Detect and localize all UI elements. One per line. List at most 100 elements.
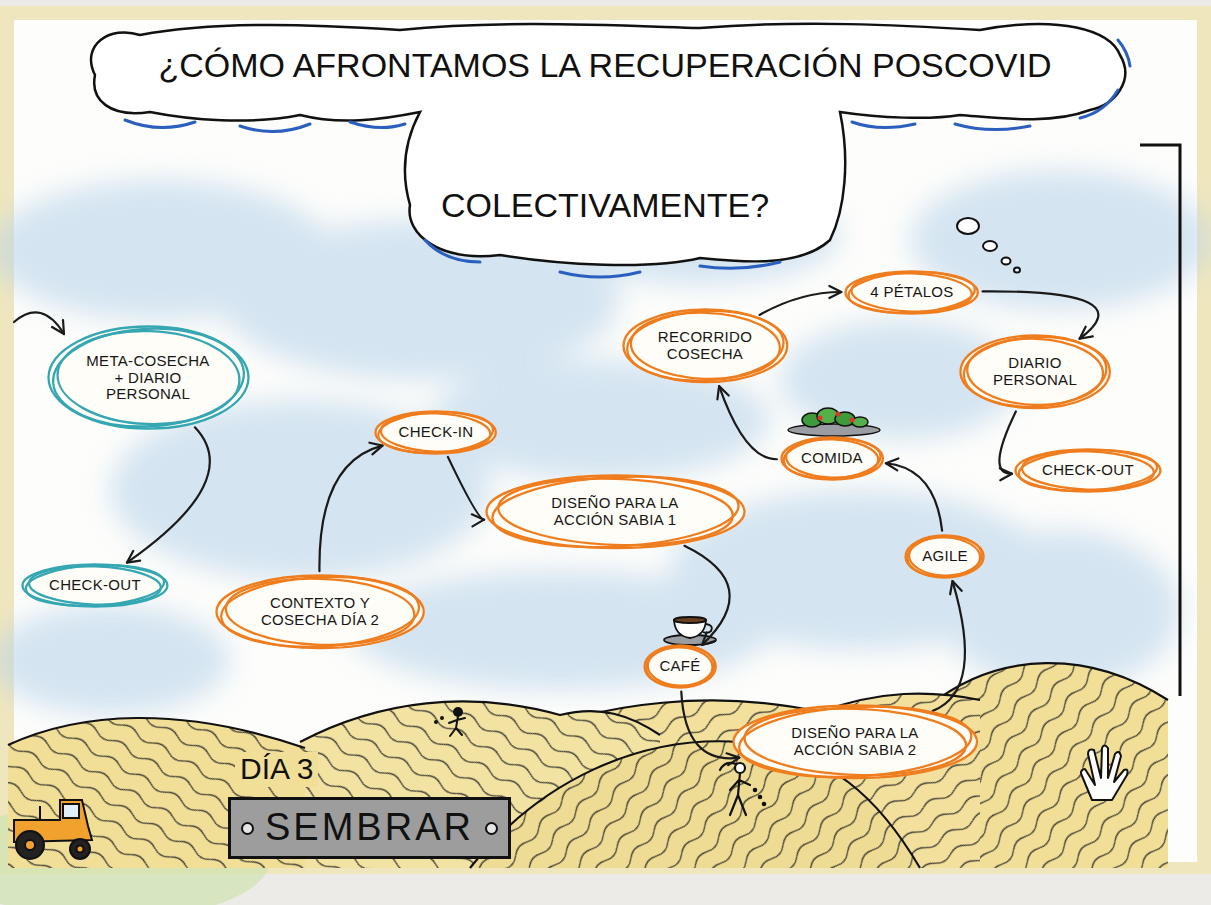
flow-arrow xyxy=(760,286,842,315)
node-label: DIARIO PERSONAL xyxy=(988,355,1083,389)
node-label: 4 PÉTALOS xyxy=(870,284,953,301)
title-cloud-part-part xyxy=(425,240,480,262)
flow-line xyxy=(319,446,382,572)
walking-figure-part xyxy=(730,773,750,815)
node-text: 4 PÉTALOS xyxy=(870,284,953,301)
node-text: CONTEXTO Y COSECHA DÍA 2 xyxy=(253,595,388,629)
bracket xyxy=(1140,145,1180,696)
spiral-ring xyxy=(55,328,240,427)
spiral-ring xyxy=(225,576,416,649)
tractor-part xyxy=(39,806,41,820)
node-text: DISEÑO PARA LA ACCIÓN SABIA 1 xyxy=(530,495,700,529)
spiral-ring xyxy=(851,271,973,313)
node-label: META-COSECHA + DIARIO PERSONAL xyxy=(83,353,213,403)
spiral-ring xyxy=(629,310,780,381)
spiral-ring xyxy=(1016,449,1161,491)
plaque-text: SEMBRAR xyxy=(265,806,474,850)
node-fill xyxy=(733,705,977,779)
spiral-ring xyxy=(490,471,740,553)
node-label: CAFÉ xyxy=(659,658,700,675)
activity-node: CONTEXTO Y COSECHA DÍA 2 xyxy=(211,570,429,654)
node-label: COMIDA xyxy=(801,450,863,467)
activity-node: CAFÉ xyxy=(639,640,721,693)
node-label: CHECK-IN xyxy=(399,424,474,441)
waving-hand-part xyxy=(1081,746,1128,801)
arrow-head xyxy=(472,514,484,526)
flow-arrow xyxy=(319,443,382,571)
node-label: CONTEXTO Y COSECHA DÍA 2 xyxy=(253,595,388,629)
node-label: AGILE xyxy=(922,548,968,565)
flow-arrow xyxy=(448,457,484,526)
activity-node: DISEÑO PARA LA ACCIÓN SABIA 1 xyxy=(481,470,750,554)
spiral-ring xyxy=(907,534,984,578)
spiral-ring xyxy=(966,337,1104,408)
flow-arrow xyxy=(999,411,1015,480)
entry-arrow xyxy=(14,312,64,334)
spiral-ring xyxy=(785,437,879,478)
salad-plate-part xyxy=(852,417,868,427)
arrow-head xyxy=(702,632,715,645)
arrow-head xyxy=(369,443,382,455)
node-text: CAFÉ xyxy=(659,658,700,675)
title-cloud-part-part xyxy=(350,122,405,128)
paper-part xyxy=(1197,6,1211,872)
title-cloud-part-part xyxy=(240,124,310,132)
thought-bubbles xyxy=(957,218,1020,273)
paper-part xyxy=(0,6,1211,20)
node-label: CHECK-OUT xyxy=(49,577,141,594)
title-cloud-part-part xyxy=(852,122,915,128)
activity-node: DIARIO PERSONAL xyxy=(955,330,1115,414)
title-cloud-part-part xyxy=(700,262,780,268)
flow-arrow xyxy=(983,291,1099,338)
node-fill xyxy=(486,475,745,549)
day-heading: DÍA 3 xyxy=(235,752,318,787)
node-text: RECORRIDO COSECHA xyxy=(653,329,758,363)
flow-line xyxy=(983,291,1099,338)
node-text: AGILE xyxy=(922,548,968,565)
thought-bubbles-part xyxy=(1002,258,1011,265)
node-text: COMIDA xyxy=(801,450,863,467)
tractor-part xyxy=(77,846,84,853)
node-label: DISEÑO PARA LA ACCIÓN SABIA 2 xyxy=(775,725,935,759)
title-cloud-part-part xyxy=(1118,40,1130,66)
activity-node: RECORRIDO COSECHA xyxy=(618,304,793,388)
spiral-ring xyxy=(219,572,420,652)
spiral-ring xyxy=(848,269,976,316)
entry-arrow-part xyxy=(14,312,64,334)
flow-arrow xyxy=(681,691,739,765)
salad-plate xyxy=(788,408,880,436)
coffee-cup-part xyxy=(703,624,712,633)
flow-arrow xyxy=(684,546,729,645)
title-cloud-part-part xyxy=(1080,90,1118,118)
flow-line xyxy=(719,386,777,459)
flow-line xyxy=(127,427,210,562)
hills xyxy=(0,663,1168,905)
screw xyxy=(485,822,498,835)
spiral-ring xyxy=(216,576,423,649)
spiral-ring xyxy=(50,324,246,431)
tractor-part xyxy=(70,839,90,859)
activity-node: COMIDA xyxy=(776,432,888,485)
walking-figure-part xyxy=(720,763,736,770)
tractor xyxy=(14,800,92,859)
activity-node: AGILE xyxy=(900,530,989,583)
salad-plate-part xyxy=(818,416,823,421)
spiral-ring xyxy=(25,561,165,608)
flow-line xyxy=(760,292,842,315)
spiral-ring xyxy=(381,411,492,453)
flow-line xyxy=(684,546,729,645)
walking-figure-part xyxy=(763,803,765,805)
poster-title: ¿CÓMO AFRONTAMOS LA RECUPERACIÓN POSCOVI… xyxy=(100,0,1110,275)
activity-node: 4 PÉTALOS xyxy=(840,266,983,319)
paper-part xyxy=(8,10,1203,868)
arrow-head xyxy=(1000,468,1012,480)
node-text: CHECK-IN xyxy=(399,424,474,441)
thought-bubbles-part xyxy=(983,241,997,251)
node-text: META-COSECHA + DIARIO PERSONAL xyxy=(83,353,213,403)
title-cloud-part-part xyxy=(560,272,640,277)
node-text: DIARIO PERSONAL xyxy=(988,355,1083,389)
stage-plaque: SEMBRARDÍA 3 xyxy=(228,797,511,859)
